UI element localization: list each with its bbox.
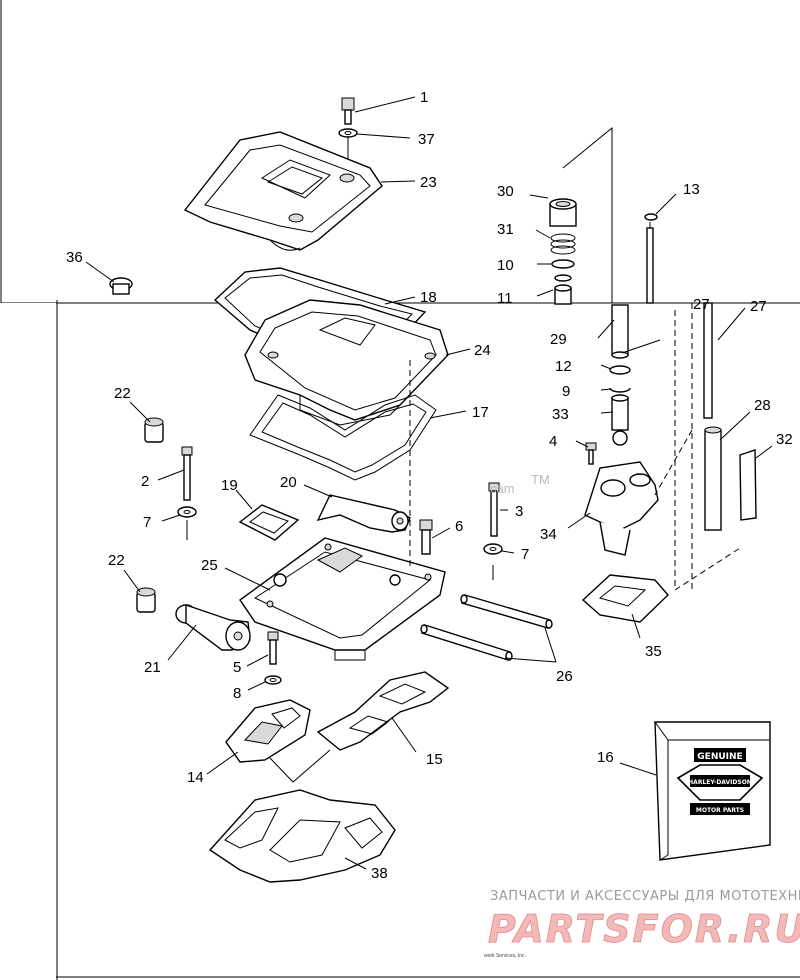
watermark-tagline: ЗАПЧАСТИ И АКСЕССУАРЫ ДЛЯ МОТОТЕХНИКИ bbox=[490, 889, 800, 904]
callout-14: 14 bbox=[187, 769, 204, 786]
callout-11: 11 bbox=[497, 290, 513, 307]
part-22-plug-lower bbox=[136, 587, 156, 613]
harley-davidson-logo: GENUINE HARLEY-DAVIDSON MOTOR PARTS bbox=[676, 748, 764, 815]
callout-8: 8 bbox=[233, 685, 241, 702]
logo-line-2: HARLEY-DAVIDSON bbox=[688, 779, 752, 786]
callout-7-right: 7 bbox=[521, 546, 529, 563]
callout-13: 13 bbox=[683, 181, 700, 198]
callout-32: 32 bbox=[776, 431, 793, 448]
logo-line-3: MOTOR PARTS bbox=[696, 807, 744, 814]
part-27-pushrod-upper bbox=[646, 227, 654, 304]
part-31-spring bbox=[550, 233, 576, 255]
callout-4: 4 bbox=[549, 433, 557, 450]
callout-20: 20 bbox=[280, 474, 297, 491]
part-7-washer-left bbox=[177, 506, 197, 518]
part-5-bolt bbox=[267, 631, 279, 665]
part-6-bolt bbox=[419, 519, 433, 555]
part-23-rocker-cover bbox=[183, 131, 383, 251]
part-15-gasket bbox=[316, 671, 450, 751]
part-9-clip bbox=[609, 387, 631, 393]
part-26-shafts bbox=[420, 594, 553, 661]
callout-33: 33 bbox=[552, 406, 569, 423]
callout-5: 5 bbox=[233, 659, 241, 676]
part-17-gasket bbox=[249, 394, 437, 481]
part-35-gasket bbox=[581, 574, 669, 623]
partsfor-watermark: ЗАПЧАСТИ И АКСЕССУАРЫ ДЛЯ МОТОТЕХНИКИ PA… bbox=[488, 889, 800, 951]
callout-25: 25 bbox=[201, 557, 218, 574]
callout-3: 3 bbox=[515, 503, 523, 520]
part-8-washer bbox=[264, 675, 282, 685]
part-22-plug-upper bbox=[144, 417, 164, 443]
part-27-pushrod-right bbox=[703, 302, 713, 419]
part-12-oring bbox=[609, 365, 631, 375]
small-watermark-tm: TM bbox=[531, 472, 550, 487]
part-38-gasket bbox=[208, 789, 396, 883]
footer-credit: work Services, Inc. bbox=[484, 953, 526, 959]
part-13-washer bbox=[644, 213, 658, 221]
callout-29: 29 bbox=[550, 331, 567, 348]
callout-6: 6 bbox=[455, 518, 463, 535]
part-10-washer bbox=[551, 259, 575, 269]
small-watermark-text: cam bbox=[490, 481, 515, 496]
part-37-washer bbox=[338, 128, 358, 138]
callout-16: 16 bbox=[597, 749, 614, 766]
callout-27-right: 27 bbox=[750, 298, 767, 315]
callout-28: 28 bbox=[754, 397, 771, 414]
part-19-gasket bbox=[238, 504, 300, 541]
part-32-clip bbox=[739, 449, 757, 521]
part-7-washer-right bbox=[483, 543, 503, 555]
part-3-bolt bbox=[488, 482, 500, 537]
callout-12: 12 bbox=[555, 358, 572, 375]
part-29-tube bbox=[611, 304, 629, 359]
callout-2: 2 bbox=[141, 473, 149, 490]
part-16-parts-package: GENUINE HARLEY-DAVIDSON MOTOR PARTS bbox=[654, 721, 771, 861]
callout-37: 37 bbox=[418, 131, 435, 148]
callout-35: 35 bbox=[645, 643, 662, 660]
callout-27-upper: 27 bbox=[693, 296, 710, 313]
callout-numbers: 1 37 23 36 18 24 17 22 2 7 19 20 3 6 7 2… bbox=[66, 89, 793, 882]
part-24-rocker-housing bbox=[244, 299, 449, 426]
leader-lines bbox=[85, 96, 773, 870]
part-30-cap bbox=[549, 198, 577, 227]
part-11-retainer bbox=[554, 274, 572, 305]
part-21-rocker-arm bbox=[175, 604, 251, 651]
part-34-lifter-housing bbox=[584, 429, 693, 556]
part-4-bolt bbox=[585, 442, 597, 465]
part-28-cover-tube bbox=[704, 426, 722, 531]
part-36-plug bbox=[109, 277, 133, 295]
callout-38: 38 bbox=[371, 865, 388, 882]
part-33-lifter bbox=[611, 394, 629, 446]
part-25-rocker-support bbox=[239, 537, 446, 661]
logo-line-1: GENUINE bbox=[697, 752, 742, 762]
callout-36: 36 bbox=[66, 249, 83, 266]
part-1-screw bbox=[341, 97, 355, 125]
part-14-gasket bbox=[225, 699, 311, 763]
callout-26: 26 bbox=[556, 668, 573, 685]
callout-1: 1 bbox=[420, 89, 428, 106]
watermark-logo: PARTSFOR.RU bbox=[488, 907, 800, 951]
callout-15: 15 bbox=[426, 751, 443, 768]
part-20-rocker-arm bbox=[316, 494, 411, 533]
part-2-bolt bbox=[181, 446, 193, 501]
callout-22-upper: 22 bbox=[114, 385, 131, 402]
callout-31: 31 bbox=[497, 221, 514, 238]
callout-34: 34 bbox=[540, 526, 557, 543]
callout-19: 19 bbox=[221, 477, 238, 494]
small-watermark: cam TM bbox=[490, 472, 550, 496]
callout-24: 24 bbox=[474, 342, 491, 359]
callout-23: 23 bbox=[420, 174, 437, 191]
callout-9: 9 bbox=[562, 383, 570, 400]
callout-10: 10 bbox=[497, 257, 514, 274]
callout-22-lower: 22 bbox=[108, 552, 125, 569]
callout-21: 21 bbox=[144, 659, 161, 676]
callout-30: 30 bbox=[497, 183, 514, 200]
callout-18: 18 bbox=[420, 289, 437, 306]
callout-17: 17 bbox=[472, 404, 489, 421]
callout-7-left: 7 bbox=[143, 514, 151, 531]
